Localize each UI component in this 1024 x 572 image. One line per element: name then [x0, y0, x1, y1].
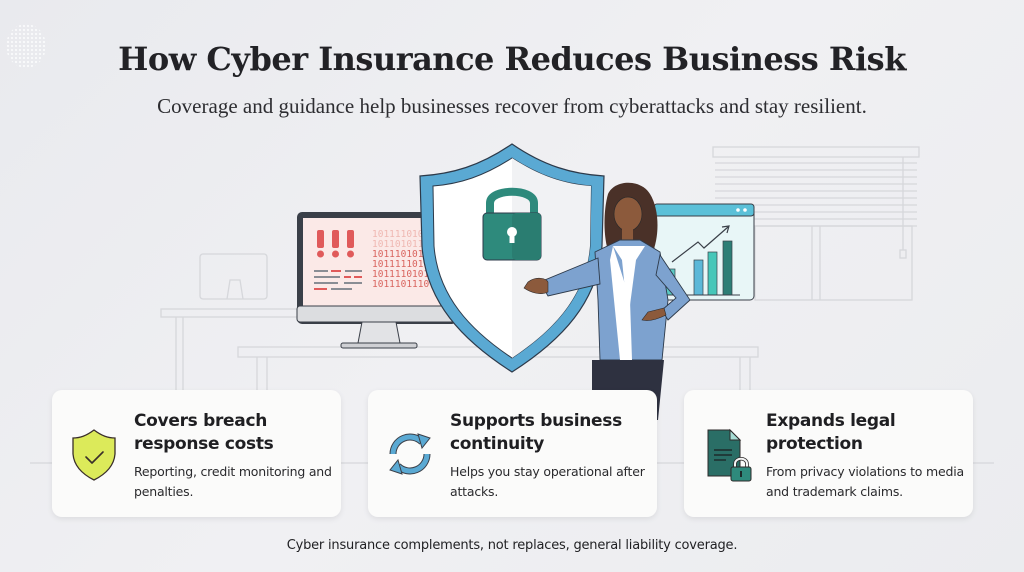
svg-text:1011110101: 1011110101 — [372, 269, 429, 280]
decorative-dots — [6, 24, 46, 68]
card-title: Covers breach response costs — [134, 411, 274, 454]
alert-exclamation-icon — [317, 230, 354, 258]
page-title: How Cyber Insurance Reduces Business Ris… — [118, 40, 906, 78]
svg-text:1011101011: 1011101011 — [372, 249, 429, 260]
svg-text:1011110101: 1011110101 — [372, 229, 429, 240]
page-subtitle: Coverage and guidance help businesses re… — [157, 94, 867, 118]
card-title: Supports business continuity — [450, 411, 622, 454]
feature-card-business-continuity: Supports business continuity Helps you s… — [368, 390, 657, 517]
shield-check-icon — [72, 429, 116, 481]
card-description: Reporting, credit monitoring and penalti… — [134, 464, 332, 499]
svg-text:1011101110: 1011101110 — [372, 279, 429, 290]
feature-card-breach-costs: Covers breach response costs Reporting, … — [52, 390, 341, 517]
svg-text:1011111010: 1011111010 — [372, 259, 429, 270]
refresh-arrows-icon — [389, 433, 431, 475]
card-title: Expands legal protection — [766, 411, 896, 454]
card-description: Helps you stay operational after attacks… — [450, 464, 645, 499]
feature-card-legal-protection: Expands legal protection From privacy vi… — [684, 390, 973, 517]
footnote: Cyber insurance complements, not replace… — [286, 538, 738, 553]
card-description: From privacy violations to media and tra… — [766, 464, 964, 499]
document-lock-icon — [707, 428, 752, 482]
shield-lock-graphic — [419, 143, 605, 373]
svg-text:1011010111: 1011010111 — [372, 239, 429, 250]
